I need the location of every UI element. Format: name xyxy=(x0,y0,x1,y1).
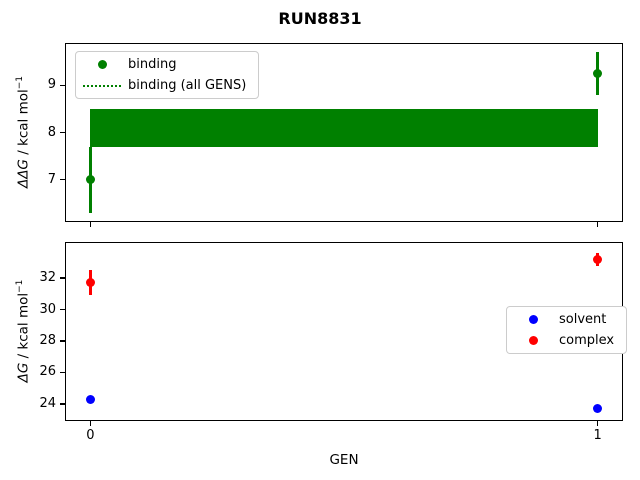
uncertainty-band xyxy=(90,108,598,147)
legend-item-binding-all-gens: binding (all GENS) xyxy=(82,75,250,96)
legend-item-solvent: solvent xyxy=(513,309,618,330)
figure-title: RUN8831 xyxy=(278,9,362,28)
x-axis-label: GEN xyxy=(329,452,359,468)
y-tick xyxy=(60,340,65,342)
legend-label-binding-all-gens: binding (all GENS) xyxy=(128,78,247,93)
y-tick xyxy=(60,308,65,311)
data-point-solvent xyxy=(85,394,95,404)
data-point-binding xyxy=(85,175,95,185)
y-tick-label: 8 xyxy=(47,124,56,140)
y-tick xyxy=(60,84,65,87)
y-tick-label: 7 xyxy=(47,171,56,187)
legend-dot-marker-area xyxy=(82,60,122,69)
legend-item-binding: binding xyxy=(82,54,250,75)
data-point-complex xyxy=(85,278,95,288)
binding-dot-icon xyxy=(97,60,107,69)
y-tick-label: 28 xyxy=(39,332,56,348)
x-tick-label: 0 xyxy=(86,428,95,443)
legend-dot-marker-area xyxy=(513,315,553,324)
y-tick-label: 30 xyxy=(39,301,56,317)
legend-label-complex: complex xyxy=(559,333,615,348)
top-subplot-frame xyxy=(65,43,623,222)
x-tick xyxy=(89,222,92,227)
data-point-solvent xyxy=(593,403,603,413)
y-tick xyxy=(60,277,65,279)
y-tick-label: 26 xyxy=(39,364,56,380)
complex-dot-icon xyxy=(528,336,538,345)
y-tick xyxy=(60,131,65,134)
y-tick-label: 24 xyxy=(39,395,56,411)
legend-dot-marker-area xyxy=(513,336,553,345)
y-tick-label: 32 xyxy=(39,270,56,286)
y-tick xyxy=(60,371,65,374)
data-point-binding xyxy=(593,69,603,79)
legend-label-binding: binding xyxy=(128,57,177,72)
data-point-complex xyxy=(593,254,603,264)
solvent-dot-icon xyxy=(528,315,538,324)
bottom-legend: solvent complex xyxy=(506,306,628,354)
top-legend: binding binding (all GENS) xyxy=(75,51,260,99)
x-tick xyxy=(596,421,599,426)
x-tick xyxy=(596,222,599,227)
x-tick-label: 1 xyxy=(593,428,602,443)
legend-label-solvent: solvent xyxy=(559,312,607,327)
y-tick xyxy=(60,402,65,405)
legend-item-complex: complex xyxy=(513,330,618,351)
binding-all-gens-dotted-line-icon xyxy=(83,84,121,87)
x-tick xyxy=(89,421,92,426)
legend-line-marker-area xyxy=(82,84,122,87)
y-tick-label: 9 xyxy=(47,77,56,93)
y-tick xyxy=(60,178,65,181)
